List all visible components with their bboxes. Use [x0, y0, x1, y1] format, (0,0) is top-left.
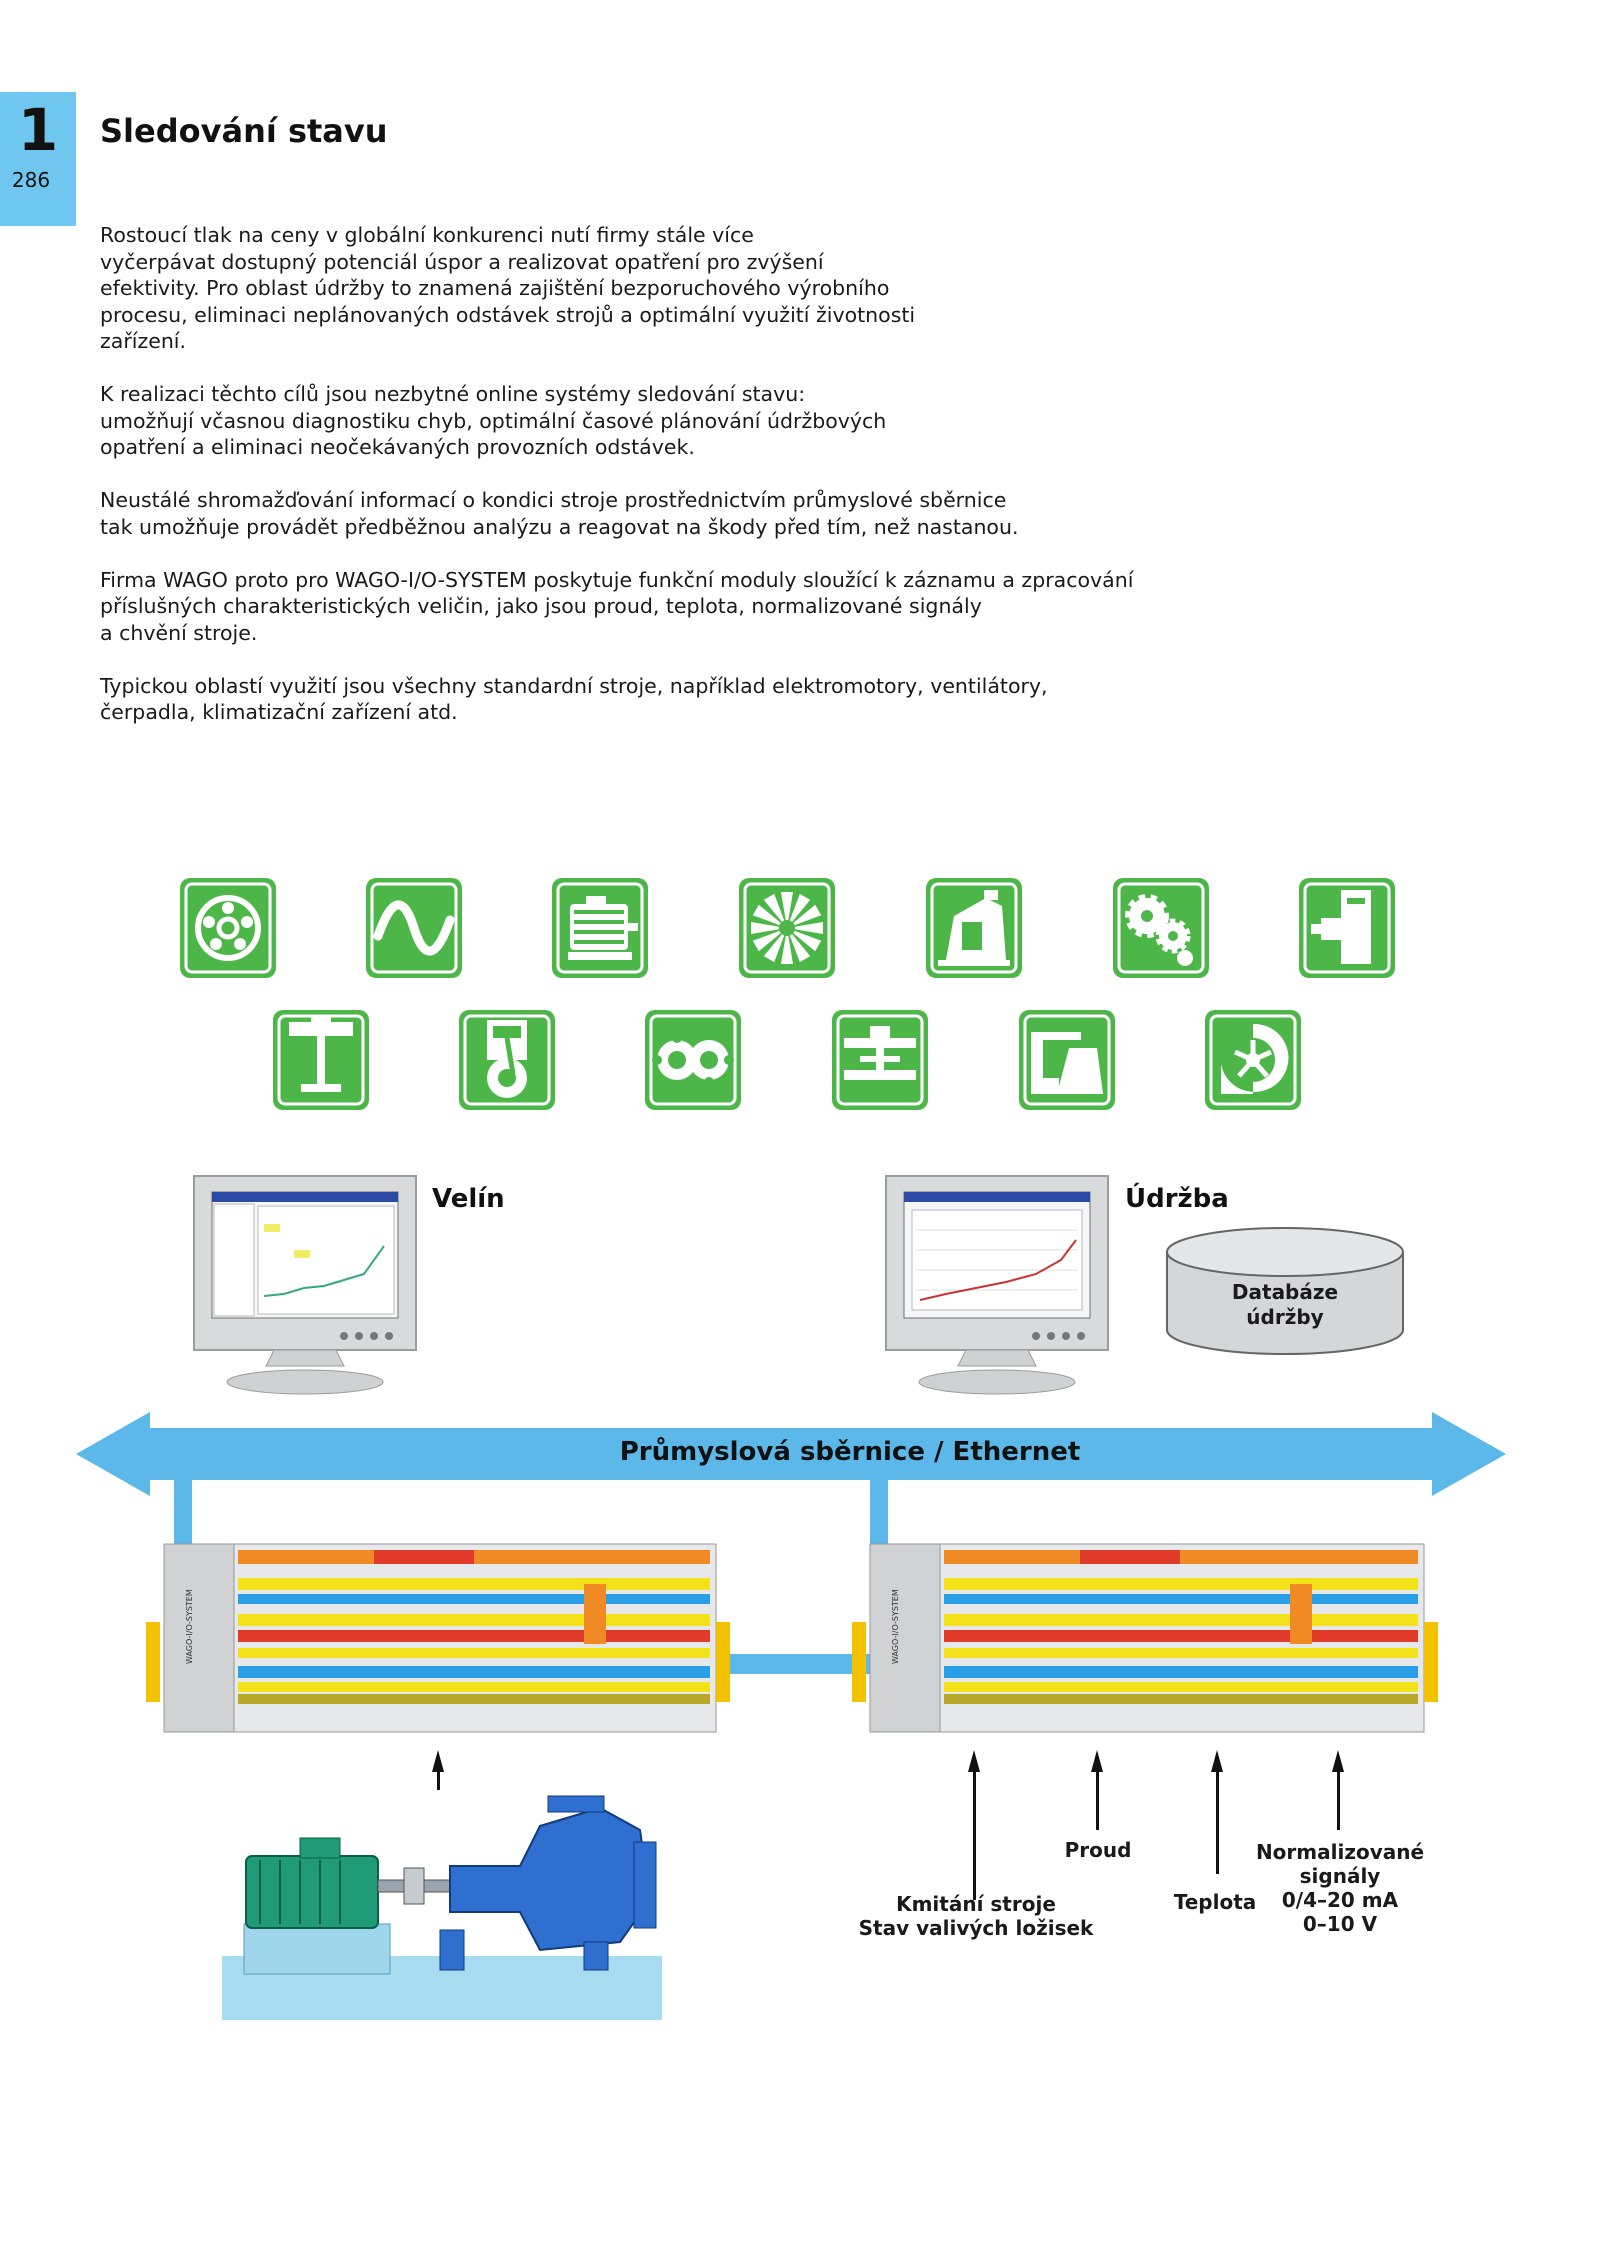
bus-label: Průmyslová sběrnice / Ethernet — [619, 1437, 1081, 1467]
electric-motor-icon — [550, 876, 650, 980]
bearing-icon — [178, 876, 278, 980]
device-label: WAGO-I/O-SYSTEM — [185, 1589, 194, 1664]
conveyor-icon — [830, 1008, 930, 1112]
agitator-icon — [271, 1008, 371, 1112]
database-cylinder — [1166, 1227, 1404, 1355]
body-text: Rostoucí tlak na ceny v globální konkure… — [100, 222, 1220, 752]
paragraph: K realizaci těchto cílů jsou nezbytné on… — [100, 382, 887, 459]
io-rack-right: WAGO-I/O-SYSTEM — [852, 1543, 1438, 1733]
control-room-monitor — [193, 1175, 417, 1395]
gears-icon — [1111, 876, 1211, 980]
fan-icon — [737, 876, 837, 980]
bus-arrow — [76, 1412, 1506, 1496]
chapter-tab — [0, 92, 76, 226]
gear-pump-icon — [643, 1008, 743, 1112]
paragraph: Firma WAGO proto pro WAGO-I/O-SYSTEM pos… — [100, 567, 1134, 645]
chapter-number: 1 — [17, 96, 59, 164]
paragraph: Rostoucí tlak na ceny v globální konkure… — [100, 223, 916, 353]
control-room-label: Velín — [432, 1184, 505, 1214]
page-title: Sledování stavu — [100, 112, 388, 150]
drive-unit-icon — [1297, 876, 1397, 980]
maintenance-label: Údržba — [1125, 1184, 1229, 1214]
page-number: 286 — [11, 168, 51, 192]
piston-pump-icon — [457, 1008, 557, 1112]
machine-tool-icon — [1017, 1008, 1117, 1112]
io-rack-left: WAGO-I/O-SYSTEM — [146, 1543, 730, 1733]
motor-pump-illustration — [222, 1790, 670, 2020]
paragraph: Typickou oblastí využití jsou všechny st… — [100, 673, 1048, 725]
press-icon — [924, 876, 1024, 980]
radial-fan-icon — [1203, 1008, 1303, 1112]
sine-wave-icon — [364, 876, 464, 980]
paragraph: Neustálé shromažďování informací o kondi… — [100, 488, 1019, 539]
temperature-label: Teplota — [1173, 1890, 1257, 1914]
vibration-label: Kmitání stroje Stav valivých ložisek — [858, 1892, 1094, 1940]
current-label: Proud — [1064, 1838, 1132, 1862]
maintenance-monitor — [885, 1175, 1109, 1395]
device-label: WAGO-I/O-SYSTEM — [891, 1589, 900, 1664]
normalized-signals-label: Normalizované signály 0/4–20 mA 0–10 V — [1255, 1840, 1425, 1936]
database-label: Databáze údržby — [1231, 1280, 1339, 1329]
